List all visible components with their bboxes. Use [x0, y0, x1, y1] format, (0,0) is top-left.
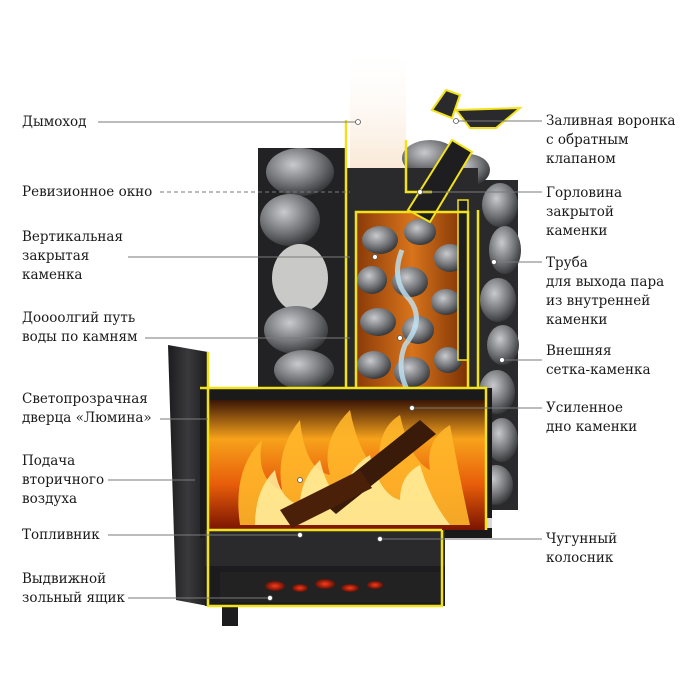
firewood-logs: [280, 420, 436, 528]
embers: [265, 579, 383, 592]
inner-heater-stones: [357, 219, 466, 387]
filling-funnel: [430, 88, 523, 129]
label-ash-drawer: Выдвижной зольный ящик: [22, 571, 125, 606]
label-long-water-path: Доооолгий путь воды по камням: [22, 310, 138, 345]
leader-dots: [267, 118, 505, 601]
label-outer-mesh-heater: Внешняя сетка-каменка: [546, 343, 651, 378]
label-chimney: Дымоход: [22, 114, 87, 130]
label-steam-pipe: Труба для выхода пара из внутренней каме…: [546, 255, 665, 328]
steam-pipe: [457, 199, 469, 361]
label-reinforced-bottom: Усиленное дно каменки: [546, 400, 638, 435]
label-glass-door: Светопрозрачная дверца «Люмина»: [22, 391, 152, 426]
label-secondary-air: Подача вторичного воздуха: [22, 453, 105, 507]
label-vertical-closed-heater: Вертикальная закрытая каменка: [22, 229, 123, 283]
label-closed-heater-neck: Горловина закрытой каменки: [546, 185, 623, 239]
firebox-outline: [200, 352, 488, 608]
label-filling-funnel: Заливная воронка с обратным клапаном: [546, 113, 676, 167]
label-cast-iron-grate: Чугунный колосник: [546, 531, 618, 566]
label-inspection-window: Ревизионное окно: [22, 184, 153, 200]
leader-lines: [98, 120, 542, 599]
heater-neck: [406, 138, 474, 224]
label-firebox: Топливник: [22, 527, 100, 543]
water-path: [395, 249, 419, 397]
outer-mesh-heater-left: [258, 148, 346, 390]
